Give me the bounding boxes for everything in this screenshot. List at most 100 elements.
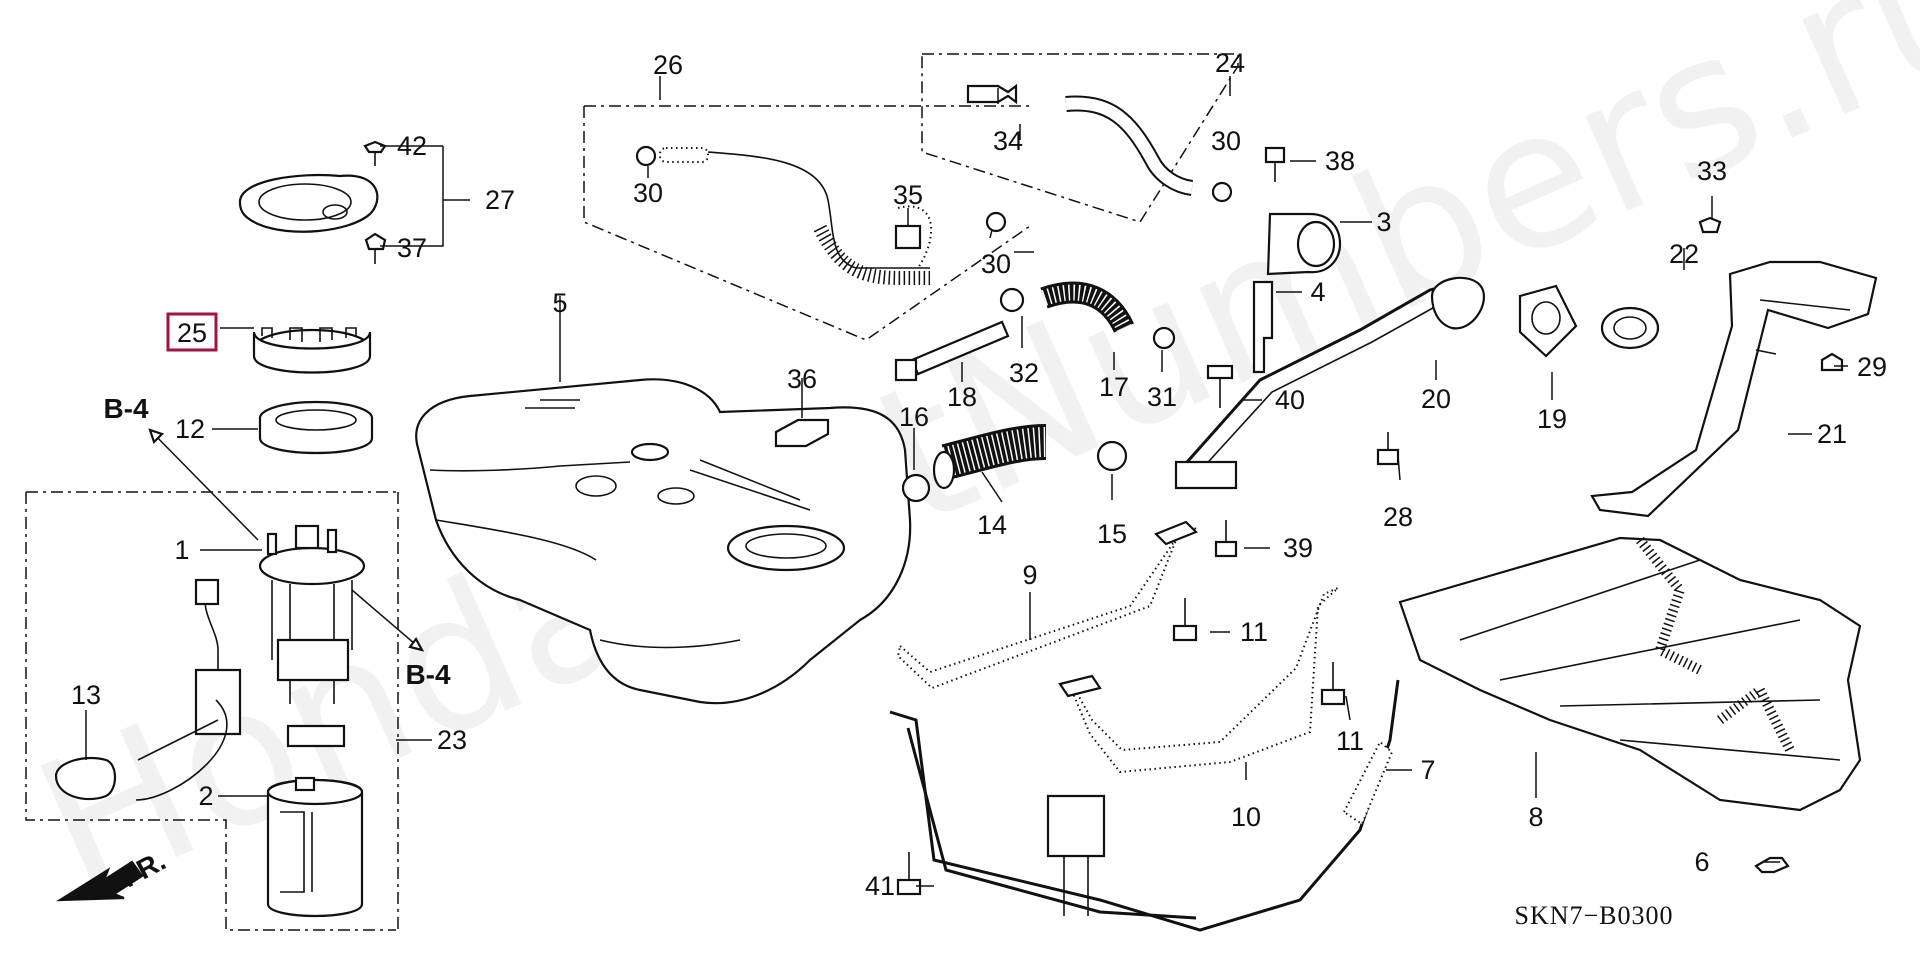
part-10-tank-strap[interactable] [1058,587,1339,774]
part-29-clip[interactable] [1820,352,1844,372]
callout-8[interactable]: 8 [1528,802,1543,832]
part-30-clip-b[interactable] [985,211,1007,233]
callout-41[interactable]: 41 [865,871,895,901]
callout-7[interactable]: 7 [1420,755,1435,785]
leader-lines [85,76,1848,887]
callout-20[interactable]: 20 [1421,384,1451,414]
callout-16[interactable]: 16 [899,402,929,432]
callout-23[interactable]: 23 [437,725,467,755]
part-40-bolt[interactable] [1206,364,1234,408]
callout-27[interactable]: 27 [485,185,515,215]
callout-35[interactable]: 35 [893,180,923,210]
assembly-23-outline [25,491,399,931]
callout-12[interactable]: 12 [175,414,205,444]
part-15-clamp[interactable] [1096,440,1128,472]
part-5-fuel-tank[interactable] [415,378,912,705]
part-21-splash-guard[interactable] [1590,260,1878,518]
part-2-pump-canister[interactable] [266,776,364,918]
part-20-filler-pipe[interactable] [1174,276,1485,490]
diagram-code: SKN7−B0300 [1514,901,1673,930]
callout-11-b[interactable]: 11 [1336,726,1364,756]
part-35-clamp[interactable] [894,224,922,250]
callout-21[interactable]: 21 [1817,419,1847,449]
part-7-tank-frame[interactable] [889,679,1400,932]
callout-5[interactable]: 5 [552,288,567,318]
callout-14[interactable]: 14 [977,510,1007,540]
callout-26[interactable]: 26 [653,50,683,80]
part-11-bolt-a[interactable] [1172,598,1198,642]
callout-30-b[interactable]: 30 [981,249,1011,279]
callout-36[interactable]: 36 [787,364,817,394]
part-8-under-guard[interactable] [1398,536,1862,812]
part-30-clip-a[interactable] [635,145,657,167]
callout-42[interactable]: 42 [397,131,427,161]
callout-37[interactable]: 37 [397,233,427,263]
part-4-bracket[interactable] [1252,280,1274,374]
callout-30-c[interactable]: 30 [1211,126,1241,156]
part-14-filler-hose[interactable] [932,424,1047,490]
part-36-bracket[interactable] [774,418,830,448]
callout-33[interactable]: 33 [1697,156,1727,186]
callout-32[interactable]: 32 [1009,358,1039,388]
part-30-clip-c[interactable] [1211,181,1233,203]
part-31-clip[interactable] [1152,326,1176,350]
part-19-filler-housing[interactable] [1518,284,1578,358]
part-27-cover-plate[interactable] [238,173,379,233]
callout-6[interactable]: 6 [1694,847,1709,877]
callout-30-a[interactable]: 30 [633,178,663,208]
callout-40[interactable]: 40 [1275,385,1305,415]
callout-34[interactable]: 34 [993,126,1023,156]
callout-29[interactable]: 29 [1857,352,1887,382]
callout-38[interactable]: 38 [1325,146,1355,176]
part-6-clip[interactable] [1754,856,1790,874]
part-3-canister-valve[interactable] [1266,212,1342,276]
callout-28[interactable]: 28 [1383,502,1413,532]
assembly-24-outline [921,53,1239,223]
callout-17[interactable]: 17 [1099,372,1129,402]
part-1-pump-flange[interactable] [258,524,366,748]
callout-13[interactable]: 13 [71,680,101,710]
callout-10[interactable]: 10 [1231,802,1261,832]
callout-31[interactable]: 31 [1147,382,1177,412]
part-25-lock-ring[interactable] [252,327,372,374]
part-37-nut[interactable] [364,232,387,264]
ref-b4-right[interactable]: B-4 [405,659,451,690]
front-direction-arrow [55,860,144,902]
part-12-gasket-ring[interactable] [258,400,374,455]
part-11-bolt-b[interactable] [1320,662,1346,706]
part-26-breather-hose[interactable] [659,147,932,285]
part-22-fuel-cap[interactable] [1600,306,1660,350]
assembly-26-outline [583,105,1031,341]
callout-labels: 42 27 37 12 B-4 1 B-4 13 23 2 FR. 26 30 … [71,48,1887,930]
part-42-screw[interactable] [363,140,387,166]
part-24-vent-hose[interactable] [1065,95,1194,196]
ref-b4-top[interactable]: B-4 [103,393,149,424]
part-32-clip[interactable] [999,287,1025,313]
callout-24[interactable]: 24 [1215,48,1245,78]
callout-39[interactable]: 39 [1283,533,1313,563]
part-13-level-sender[interactable] [54,578,242,801]
callout-15[interactable]: 15 [1097,519,1127,549]
part-28-bolt[interactable] [1376,432,1400,466]
part-17-hose[interactable] [1040,281,1134,334]
part-33-screw[interactable] [1698,216,1722,234]
callout-2[interactable]: 2 [198,781,213,811]
part-38-bolt[interactable] [1264,146,1286,182]
callout-18[interactable]: 18 [947,382,977,412]
callout-25-highlighted[interactable]: 25 [177,318,207,348]
callout-19[interactable]: 19 [1537,404,1567,434]
part-34-connector[interactable] [966,83,1018,105]
callout-9[interactable]: 9 [1022,560,1037,590]
part-18-pipe[interactable] [894,320,1010,382]
callout-11-a[interactable]: 11 [1240,617,1268,647]
callout-22[interactable]: 22 [1669,239,1699,269]
callout-1[interactable]: 1 [174,535,189,565]
part-16-clamp[interactable] [901,473,931,503]
callout-3[interactable]: 3 [1376,207,1391,237]
part-39-bolt[interactable] [1214,520,1238,558]
highlight-box-25 [166,312,218,352]
fuel-pump-group [25,140,425,931]
callout-4[interactable]: 4 [1310,277,1325,307]
part-41-bolt[interactable] [896,852,922,896]
